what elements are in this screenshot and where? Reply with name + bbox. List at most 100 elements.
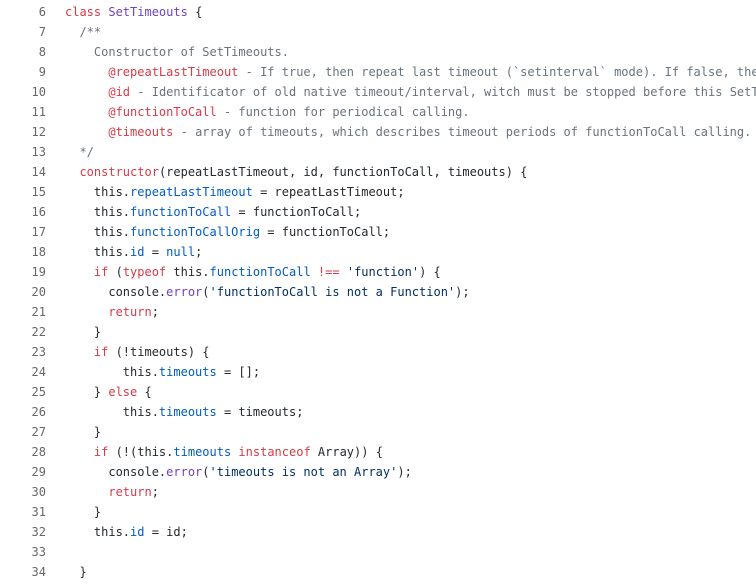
line-number[interactable]: 12: [31, 125, 46, 139]
code-token: null: [166, 245, 196, 259]
line-number[interactable]: 9: [38, 65, 46, 79]
line-number[interactable]: 13: [31, 145, 46, 159]
line-number[interactable]: 30: [31, 485, 46, 499]
code-token: - Identificator of old native timeout/in…: [130, 85, 756, 99]
code-token: if: [93, 345, 109, 359]
line-number[interactable]: 34: [31, 565, 46, 579]
line-number[interactable]: 11: [31, 105, 46, 119]
line-number[interactable]: 31: [31, 505, 46, 519]
code-line: 16 this.functionToCall = functionToCall;: [0, 202, 756, 222]
code-token: error: [166, 285, 203, 299]
code-token: timeouts: [173, 445, 232, 459]
code-line: 6 class SetTimeouts {: [0, 2, 756, 22]
code-text: this.functionToCall = functionToCall;: [65, 202, 361, 222]
line-number[interactable]: 25: [31, 385, 46, 399]
line-number[interactable]: 19: [31, 265, 46, 279]
code-token: ;: [195, 245, 203, 259]
code-line: 27 }: [0, 422, 756, 442]
code-token: class: [65, 5, 109, 19]
line-number[interactable]: 33: [31, 545, 46, 559]
code-token: (: [108, 265, 123, 279]
code-text: this.timeouts = [];: [65, 362, 260, 382]
line-number[interactable]: 29: [31, 465, 46, 479]
code-token: }: [65, 505, 102, 519]
line-number[interactable]: 8: [38, 45, 46, 59]
code-token: Constructor of SetTimeouts.: [65, 45, 289, 59]
code-line: 31 }: [0, 502, 756, 522]
line-number[interactable]: 7: [38, 25, 46, 39]
code-token: if: [93, 445, 109, 459]
code-line: 20 console.error('functionToCall is not …: [0, 282, 756, 302]
code-line: 21 return;: [0, 302, 756, 322]
line-number[interactable]: 16: [31, 205, 46, 219]
code-line: 34 }: [0, 562, 756, 582]
line-number[interactable]: 15: [31, 185, 46, 199]
code-token: (repeatLastTimeout, id, functionToCall, …: [158, 165, 528, 179]
line-number[interactable]: 17: [31, 225, 46, 239]
code-token: this.: [65, 405, 159, 419]
code-line: 12 @timeouts - array of timeouts, which …: [0, 122, 756, 142]
code-text: @id - Identificator of old native timeou…: [65, 82, 756, 102]
code-token: [65, 345, 94, 359]
code-line: 10 @id - Identificator of old native tim…: [0, 82, 756, 102]
line-number[interactable]: 24: [31, 365, 46, 379]
code-text: }: [65, 422, 101, 442]
code-token: @id: [108, 85, 131, 99]
line-number[interactable]: 21: [31, 305, 46, 319]
line-number[interactable]: 32: [31, 525, 46, 539]
line-number[interactable]: 14: [31, 165, 46, 179]
code-text: class SetTimeouts {: [65, 2, 202, 22]
code-token: instanceof: [238, 445, 311, 459]
code-line: 22 }: [0, 322, 756, 342]
code-text: }: [65, 502, 101, 522]
code-line: 14 constructor(repeatLastTimeout, id, fu…: [0, 162, 756, 182]
code-text: }: [65, 322, 101, 342]
line-number[interactable]: 18: [31, 245, 46, 259]
code-text: } else {: [65, 382, 152, 402]
code-line: 30 return;: [0, 482, 756, 502]
code-text: @timeouts - array of timeouts, which des…: [65, 122, 751, 142]
code-token: [65, 485, 108, 499]
code-line: 15 this.repeatLastTimeout = repeatLastTi…: [0, 182, 756, 202]
code-token: typeof: [122, 265, 167, 279]
code-token: = id;: [144, 525, 188, 539]
code-token: if: [93, 265, 109, 279]
code-token: console.: [65, 285, 167, 299]
code-token: ;: [151, 305, 159, 319]
code-token: = functionToCall;: [231, 205, 362, 219]
line-number[interactable]: 22: [31, 325, 46, 339]
code-token: }: [65, 565, 87, 579]
code-token: functionToCall: [209, 265, 311, 279]
code-token: [65, 105, 108, 119]
code-line: 19 if (typeof this.functionToCall !== 'f…: [0, 262, 756, 282]
code-line: 25 } else {: [0, 382, 756, 402]
code-token: =: [144, 245, 167, 259]
code-token: !==: [317, 265, 340, 279]
code-token: Array)) {: [310, 445, 383, 459]
code-token: [340, 265, 347, 279]
code-token: this.: [65, 205, 131, 219]
code-token: functionToCallOrig: [130, 225, 261, 239]
line-number[interactable]: 26: [31, 405, 46, 419]
line-number[interactable]: 10: [31, 85, 46, 99]
code-token: timeouts: [158, 405, 217, 419]
code-token: @repeatLastTimeout: [108, 65, 239, 79]
code-line: 18 this.id = null;: [0, 242, 756, 262]
code-text: this.timeouts = timeouts;: [65, 402, 304, 422]
code-token: = [];: [216, 365, 261, 379]
line-number[interactable]: 6: [38, 5, 46, 19]
code-line: 24 this.timeouts = [];: [0, 362, 756, 382]
code-line: 9 @repeatLastTimeout - If true, then rep…: [0, 62, 756, 82]
code-line: 7 /**: [0, 22, 756, 42]
code-token: - If true, then repeat last timeout (`se…: [245, 65, 756, 79]
code-token: repeatLastTimeout: [130, 185, 253, 199]
code-text: this.id = null;: [65, 242, 202, 262]
line-number[interactable]: 23: [31, 345, 46, 359]
line-number[interactable]: 27: [31, 425, 46, 439]
code-token: {: [187, 5, 203, 19]
code-token: );: [455, 285, 470, 299]
line-number[interactable]: 20: [31, 285, 46, 299]
code-line: 33: [0, 542, 756, 562]
line-number[interactable]: 28: [31, 445, 46, 459]
